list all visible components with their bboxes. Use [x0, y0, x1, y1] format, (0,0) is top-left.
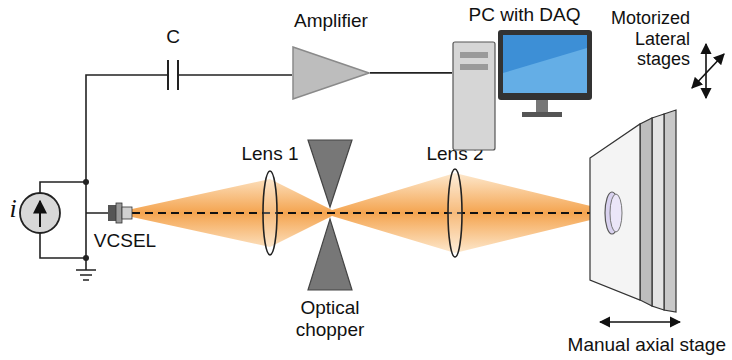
current-arrow [39, 201, 41, 227]
laser-beam [132, 173, 607, 253]
lateral-arrow [705, 44, 707, 98]
sample-lens [610, 194, 622, 232]
circuit-wire [40, 75, 292, 258]
drive-bay [460, 52, 488, 58]
stage-plate [652, 114, 664, 310]
optical-axis [132, 212, 607, 214]
chopper-blade [308, 219, 352, 290]
stage-plate [640, 118, 652, 306]
stage-label: Motorized Lateral stages [598, 8, 690, 70]
lens-label: Lens 1 [230, 143, 310, 165]
component-label: Optical chopper [280, 297, 380, 341]
chopper-blade [308, 140, 352, 207]
signal-label: i [3, 194, 23, 224]
pc-tower [453, 42, 495, 150]
capacitor-plate [177, 60, 179, 90]
lens-symbol [448, 169, 462, 257]
drive-bay [460, 64, 488, 70]
monitor [498, 30, 592, 100]
node-title: PC with DAQ [452, 4, 597, 26]
component-label: C [158, 26, 188, 48]
axial-arrow [600, 321, 680, 323]
node-title: Amplifier [292, 10, 370, 32]
stage-plate [590, 124, 640, 300]
amplifier-triangle [293, 47, 369, 99]
monitor-stand [522, 112, 562, 117]
lens-symbol [263, 171, 277, 255]
lateral-arrow [692, 54, 724, 88]
amplifier-symbol: Amplifier [292, 10, 370, 100]
vcsel-symbol [116, 203, 122, 223]
component-label: VCSEL [85, 230, 165, 252]
current-source [20, 193, 60, 233]
computer-icon: PC with DAQ [452, 4, 597, 152]
monitor-screen [503, 35, 587, 93]
junction-dot [83, 179, 89, 185]
signal-wire [370, 72, 452, 74]
computer-icon [452, 28, 597, 152]
monitor-stand [536, 98, 548, 112]
ground-symbol [76, 258, 96, 280]
screen-glare [503, 48, 587, 93]
vcsel-symbol [122, 207, 132, 219]
capacitor-plate [167, 60, 169, 90]
stage-label: Manual axial stage [546, 334, 726, 356]
stage-plate [664, 110, 676, 312]
amplifier-triangle [292, 46, 370, 100]
vcsel-symbol [108, 205, 116, 221]
